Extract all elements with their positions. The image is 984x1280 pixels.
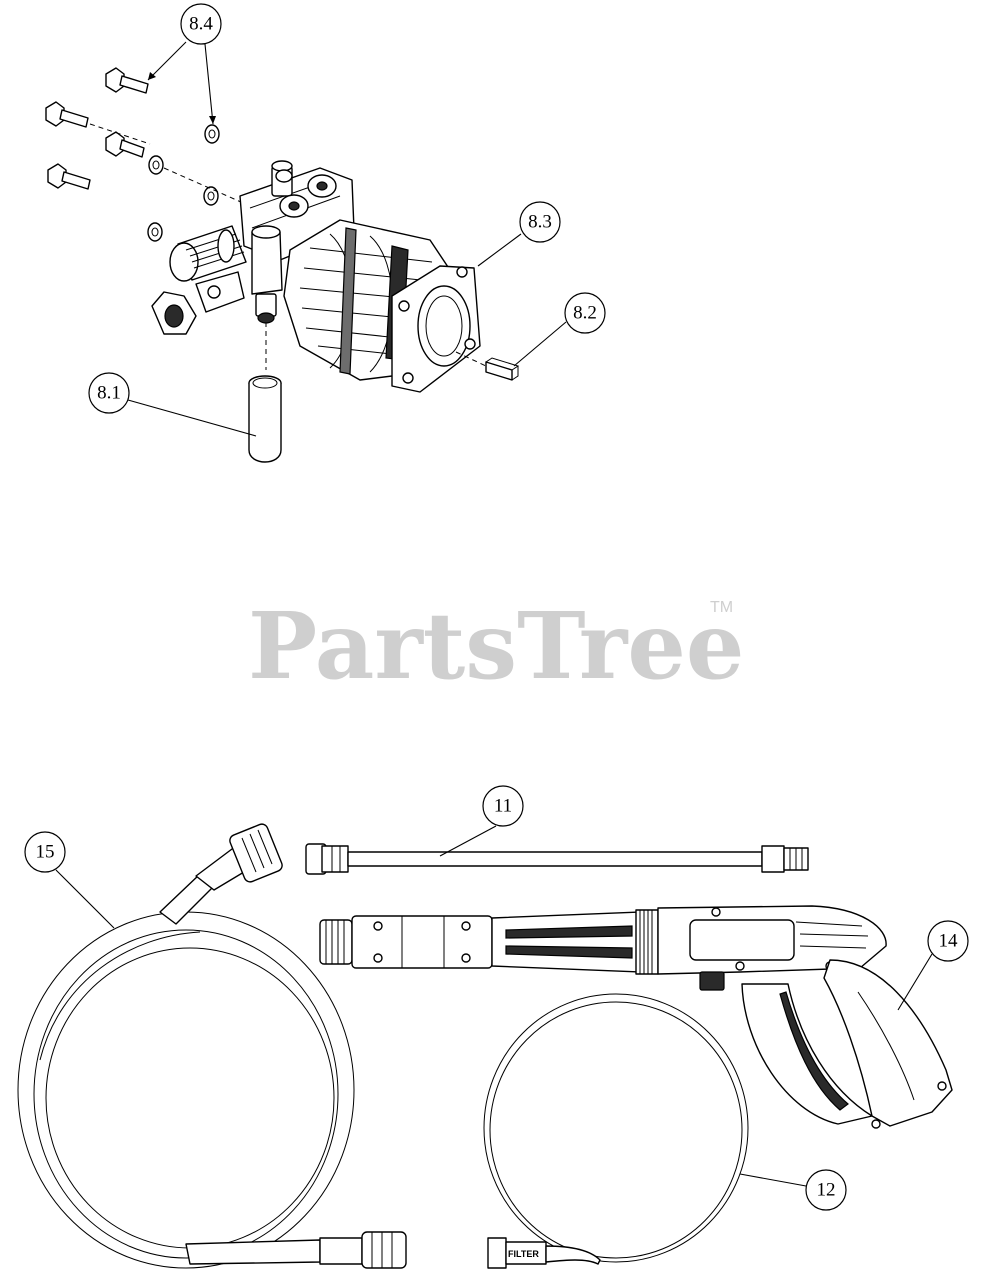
callout-label: 8.3 [528, 212, 552, 233]
inlet-filter [248, 375, 282, 463]
callout-8-2[interactable]: 8.2 [513, 292, 606, 367]
bolt [47, 163, 91, 190]
mounting-flange [391, 265, 481, 393]
filter-label: FILTER [508, 1249, 539, 1259]
watermark-text: PartsTree [248, 592, 744, 700]
unloader-valve [251, 225, 283, 324]
callout-8-3[interactable]: 8.3 [477, 201, 561, 267]
callout-15[interactable]: 15 [24, 831, 115, 929]
washer [203, 186, 219, 206]
callout-label: 12 [817, 1180, 836, 1201]
watermark-logo: PartsTree TM [248, 592, 744, 700]
callout-label: 14 [939, 931, 959, 952]
callout-8-4[interactable]: 8.4 [147, 3, 222, 125]
callout-14[interactable]: 14 [897, 920, 969, 1011]
spray-gun[interactable] [319, 905, 953, 1129]
callout-label: 8.4 [189, 14, 213, 35]
washer [204, 124, 220, 144]
callout-12[interactable]: 12 [739, 1169, 847, 1211]
callout-label: 11 [494, 796, 512, 817]
washer [148, 155, 164, 175]
inlet-nut [151, 271, 245, 335]
pump-assembly[interactable] [45, 67, 520, 463]
callout-label: 8.2 [573, 303, 597, 324]
high-pressure-hose[interactable] [17, 822, 407, 1269]
valve-cap [275, 169, 293, 183]
bolt [105, 67, 149, 94]
callout-label: 15 [36, 842, 55, 863]
washer [147, 222, 163, 242]
valve-cap [307, 174, 337, 198]
callout-8-1[interactable]: 8.1 [88, 372, 257, 437]
valve-cap [279, 194, 309, 218]
outlet-fitting [169, 225, 247, 282]
watermark-tm: TM [710, 599, 733, 616]
inlet-hose[interactable]: FILTER [483, 993, 749, 1269]
shaft-key [485, 357, 520, 381]
bolt [105, 131, 145, 158]
bolt [45, 101, 89, 128]
callout-label: 8.1 [97, 383, 121, 404]
callout-11[interactable]: 11 [439, 785, 524, 857]
extension-wand[interactable] [305, 843, 809, 875]
